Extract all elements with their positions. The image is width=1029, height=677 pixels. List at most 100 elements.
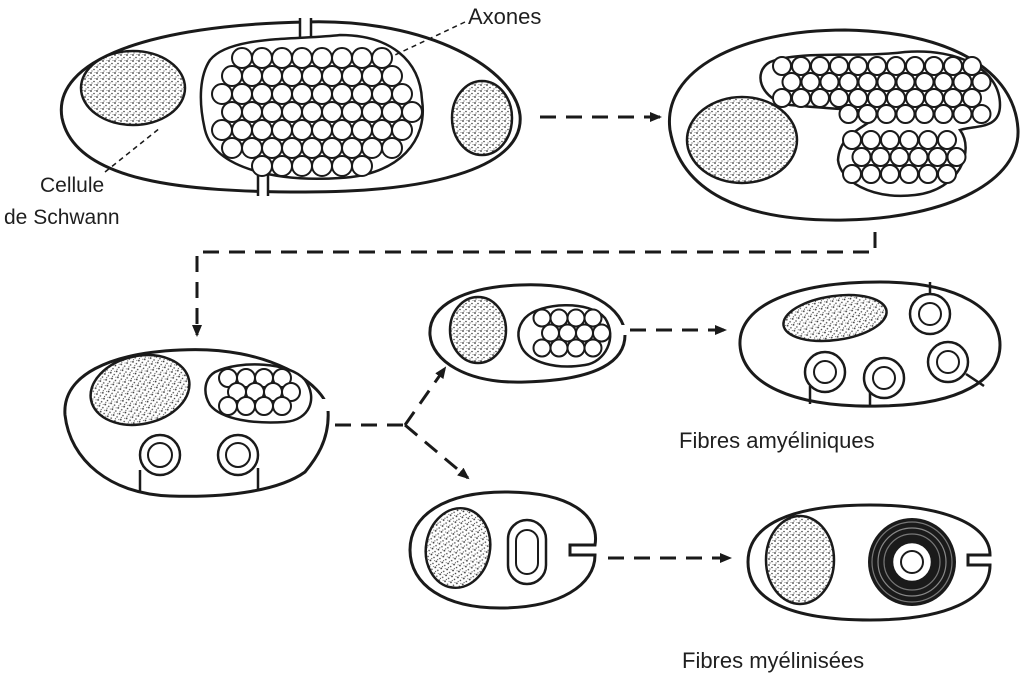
cell-fibres-myelinisees: [748, 505, 990, 620]
axon: [382, 138, 402, 158]
label-cellule: Cellule: [40, 174, 104, 197]
axon: [322, 102, 342, 122]
axon: [944, 89, 962, 107]
axon: [925, 57, 943, 75]
axon: [322, 138, 342, 158]
axon: [830, 89, 848, 107]
axon: [342, 102, 362, 122]
axon: [859, 73, 877, 91]
axon: [362, 102, 382, 122]
axon: [342, 66, 362, 86]
axon: [906, 57, 924, 75]
axon: [212, 84, 232, 104]
axon: [242, 138, 262, 158]
axon: [212, 120, 232, 140]
axon: [944, 57, 962, 75]
axon: [878, 105, 896, 123]
axon: [843, 131, 861, 149]
axon: [897, 73, 915, 91]
axon: [891, 148, 909, 166]
axon: [302, 66, 322, 86]
axon: [887, 89, 905, 107]
axon: [262, 66, 282, 86]
axon: [954, 105, 972, 123]
axon: [352, 156, 372, 176]
axon: [402, 102, 422, 122]
axon: [954, 73, 972, 91]
cell-initial: [61, 18, 520, 196]
axon: [222, 102, 242, 122]
axon: [948, 148, 966, 166]
axon: [973, 73, 991, 91]
axon: [551, 340, 568, 357]
axon: [821, 73, 839, 91]
axon: [783, 73, 801, 91]
axon: [830, 57, 848, 75]
axon: [849, 57, 867, 75]
axon: [352, 48, 372, 68]
axon: [272, 156, 292, 176]
axon: [255, 397, 273, 415]
axon: [362, 138, 382, 158]
axon: [272, 120, 292, 140]
axon: [237, 397, 255, 415]
label-de-schwann: de Schwann: [4, 206, 120, 229]
axon: [282, 66, 302, 86]
axon: [872, 148, 890, 166]
cell-myelinating-early: [410, 492, 596, 608]
axon: [938, 165, 956, 183]
axon: [272, 48, 292, 68]
axon: [342, 138, 362, 158]
axon: [840, 73, 858, 91]
axon: [897, 105, 915, 123]
label-fibres-myelinisees: Fibres myélinisées: [682, 648, 864, 673]
axon: [568, 340, 585, 357]
axon: [312, 156, 332, 176]
axon: [935, 73, 953, 91]
axon: [910, 148, 928, 166]
axon: [840, 105, 858, 123]
axon: [811, 89, 829, 107]
axon: [973, 105, 991, 123]
axon: [332, 120, 352, 140]
axon: [585, 340, 602, 357]
axon: [382, 66, 402, 86]
label-axones: Axones: [468, 4, 541, 29]
axon: [262, 138, 282, 158]
axon: [802, 73, 820, 91]
axon: [332, 48, 352, 68]
axon: [925, 89, 943, 107]
axon: [352, 84, 372, 104]
myelin-sheath: [868, 518, 956, 606]
nucleus: [452, 81, 512, 155]
axon: [302, 138, 322, 158]
label-fibres-amyeliniques: Fibres amyéliniques: [679, 428, 875, 453]
axon: [232, 120, 252, 140]
axon-bundle: [219, 369, 300, 415]
axon: [282, 138, 302, 158]
axon: [853, 148, 871, 166]
nucleus: [81, 51, 185, 125]
axon: [372, 120, 392, 140]
axon: [372, 48, 392, 68]
axon: [929, 148, 947, 166]
axon: [332, 156, 352, 176]
axon: [881, 131, 899, 149]
nucleus: [687, 97, 797, 183]
axon: [242, 66, 262, 86]
axon: [332, 84, 352, 104]
axon: [811, 57, 829, 75]
axon: [773, 89, 791, 107]
axon: [919, 165, 937, 183]
axon: [352, 120, 372, 140]
cell-fibres-amyeliniques: [740, 282, 1000, 406]
axon: [916, 105, 934, 123]
axon: [392, 120, 412, 140]
axon: [232, 84, 252, 104]
axon: [382, 102, 402, 122]
axon: [849, 89, 867, 107]
axon: [887, 57, 905, 75]
nucleus: [450, 297, 506, 363]
axon: [919, 131, 937, 149]
